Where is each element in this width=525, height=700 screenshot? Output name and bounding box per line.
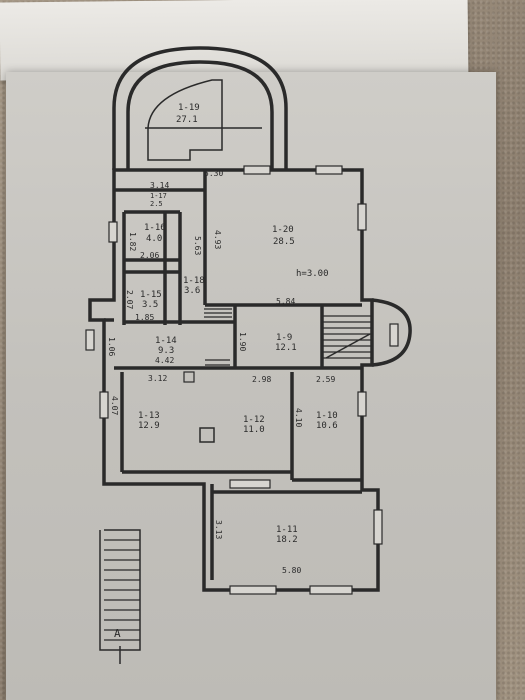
room-area-1-9: 12.1 [275,343,297,353]
dimension-label: 2.98 [252,375,271,384]
dimension-label: 2.06 [140,251,159,260]
room-id-1-18: 1-18 [183,276,205,286]
dimension-label: 4.42 [155,356,174,365]
room-id-1-19: 1-19 [178,103,200,113]
room-area-1-12: 11.0 [243,425,265,435]
room-area-1-16: 4.0 [146,234,162,244]
dimension-label: 2.59 [316,375,335,384]
dimension-label: 4.10 [294,408,303,427]
dimension-label: 5.30 [204,169,223,178]
windows [85,165,399,595]
dimension-label: 3.12 [148,374,167,383]
room-area-1-13: 12.9 [138,421,160,431]
room-id-1-10: 1-10 [316,411,338,421]
dimension-label: 2.07 [125,290,134,309]
room-area-1-17: 2.5 [150,200,163,208]
room-area-1-14: 9.3 [158,346,174,356]
dimension-label: 1.90 [238,332,247,351]
room-id-1-20: 1-20 [272,225,294,235]
room-area-1-11: 18.2 [276,535,298,545]
entrance-mark: A [114,627,121,640]
room-area-1-10: 10.6 [316,421,338,431]
dimension-label: 4.93 [213,230,222,249]
arched-tower-wall [112,46,288,170]
dimension-label: 1.82 [128,232,137,251]
tracing-paper [6,72,496,700]
stair-apse-wall [371,298,412,367]
arched-tower-inner-wall [126,60,274,170]
entrance-stairs [99,529,141,651]
outer-wall [88,168,380,592]
tower-interior-outline [147,79,223,161]
room-id-1-16: 1-16 [144,223,166,233]
dimension-label: 4.07 [110,396,119,415]
ceiling-height-label: h=3.00 [296,269,329,279]
room-area-1-20: 28.5 [273,237,295,247]
small-stair-treads [204,308,232,366]
room-id-1-11: 1-11 [276,525,298,535]
room-id-1-17: 1-17 [150,192,167,200]
dimension-label: 5.84 [276,297,295,306]
room-id-1-15: 1-15 [140,290,162,300]
room-area-1-15: 3.5 [142,300,158,310]
dimension-label: 5.80 [282,566,301,575]
room-id-1-13: 1-13 [138,411,160,421]
staircase-treads [322,315,372,359]
room-area-1-18: 3.6 [184,286,200,296]
dimension-label: 3.13 [214,520,223,539]
room-id-1-9: 1-9 [276,333,292,343]
room-id-1-14: 1-14 [155,336,177,346]
room-id-1-12: 1-12 [243,415,265,425]
dimension-label: 3.14 [150,181,169,190]
dimension-label: 5.63 [193,236,202,255]
dimension-label: 1.85 [135,313,154,322]
stair-arrow-icon [325,333,371,359]
chimney-square [199,427,215,443]
dimension-label: 1.06 [107,337,116,356]
boiler-mark [183,371,195,383]
room-area-1-19: 27.1 [176,115,198,125]
